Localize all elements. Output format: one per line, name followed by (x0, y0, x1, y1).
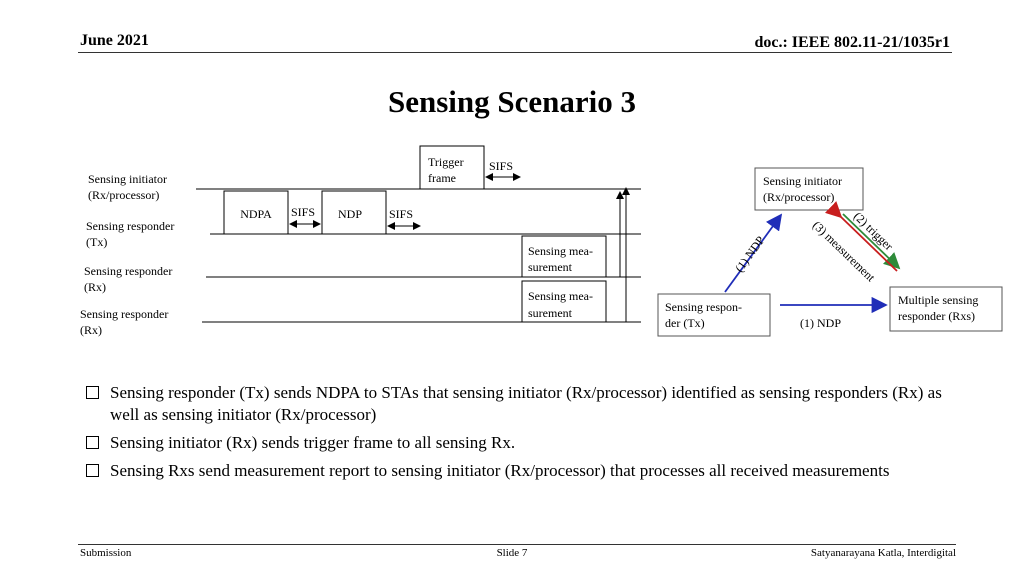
measurement-2-label-2: surement (528, 306, 573, 320)
edge-ndp-up-arrow (724, 213, 783, 293)
header-doc-id: doc.: IEEE 802.11-21/1035r1 (754, 34, 950, 51)
row-label-responder-tx-role: (Tx) (86, 235, 107, 249)
sifs-1-label: SIFS (291, 205, 315, 219)
measurement-1-label-2: surement (528, 260, 573, 274)
ndpa-frame-box (223, 190, 289, 235)
node-responders-rx-label-2: responder (Rxs) (898, 309, 975, 323)
row-label-responder-rx-1: Sensing responder (84, 264, 172, 278)
node-responders-rx-label: Multiple sensing (898, 293, 978, 307)
node-initiator-label-2: (Rx/processor) (763, 190, 834, 204)
bullet-text: Sensing Rxs send measurement report to s… (110, 461, 890, 480)
trigger-frame-label-2: frame (428, 171, 456, 185)
measurement-1-label: Sensing mea- (528, 244, 593, 258)
ndpa-frame-label: NDPA (240, 207, 272, 221)
edge-trigger-arrow (842, 213, 901, 270)
edge-measurement-arrow (825, 201, 898, 272)
header-date: June 2021 (80, 32, 149, 49)
bullet-item: Sensing Rxs send measurement report to s… (84, 460, 944, 482)
node-responder-tx-label-2: der (Tx) (665, 316, 705, 330)
node-responder-tx (657, 293, 771, 337)
topology-diagram: Sensing initiator (Rx/processor) Sensing… (657, 167, 1003, 337)
footer-slide-number: Slide 7 (496, 547, 528, 559)
row-label-responder-rx-1-role: (Rx) (84, 280, 106, 294)
row-label-responder-rx-2-role: (Rx) (80, 323, 102, 337)
row-label-initiator-role: (Rx/processor) (88, 188, 159, 202)
footer-divider (78, 544, 956, 545)
edge-ndp-right-label: (1) NDP (800, 316, 841, 330)
row-label-responder-rx-2: Sensing responder (80, 307, 168, 321)
slide-title: Sensing Scenario 3 (387, 84, 637, 119)
measurement-1-box (521, 235, 607, 278)
header-divider (78, 52, 952, 53)
row-label-responder-tx: Sensing responder (86, 219, 174, 233)
node-responders-rx (889, 286, 1003, 332)
checkbox-bullet-icon (86, 464, 99, 477)
sifs-2-label: SIFS (389, 207, 413, 221)
edge-ndp-up-label: (1) NDP (732, 233, 768, 275)
bullet-item: Sensing initiator (Rx) sends trigger fra… (84, 432, 944, 454)
checkbox-bullet-icon (86, 436, 99, 449)
footer-submission: Submission (80, 547, 132, 559)
node-responder-tx-label: Sensing respon- (665, 300, 742, 314)
bullet-text: Sensing initiator (Rx) sends trigger fra… (110, 433, 516, 452)
sifs-top-label: SIFS (489, 159, 513, 173)
ndp-frame-box (321, 190, 387, 235)
node-initiator-label: Sensing initiator (763, 174, 842, 188)
trigger-frame-label: Trigger (428, 155, 464, 169)
checkbox-bullet-icon (86, 386, 99, 399)
bullet-text: Sensing responder (Tx) sends NDPA to STA… (110, 383, 942, 424)
bullet-list: Sensing responder (Tx) sends NDPA to STA… (84, 382, 944, 488)
row-label-initiator: Sensing initiator (88, 172, 167, 186)
timing-diagram: Sensing initiator (Rx/processor) Sensing… (80, 145, 641, 337)
edge-trigger-label: (2) trigger (851, 209, 896, 253)
bullet-item: Sensing responder (Tx) sends NDPA to STA… (84, 382, 944, 426)
node-initiator (754, 167, 864, 211)
trigger-frame-box (419, 145, 485, 190)
measurement-2-box (521, 280, 607, 323)
ndp-frame-label: NDP (338, 207, 362, 221)
measurement-2-label: Sensing mea- (528, 289, 593, 303)
footer-author: Satyanarayana Katla, Interdigital (810, 547, 956, 559)
